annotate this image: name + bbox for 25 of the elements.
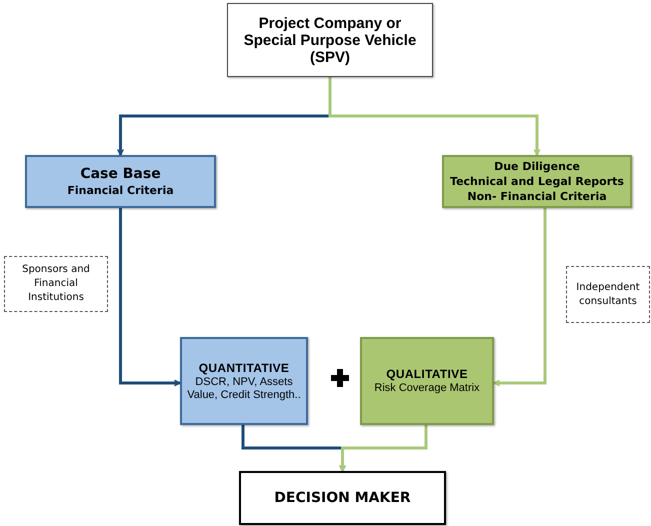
process-box [25, 155, 216, 208]
box-text: Independent consultants [575, 280, 641, 308]
box-text: Project Company or Special Purpose Vehicle (SPV) [242, 14, 418, 66]
decision-box [239, 471, 446, 525]
box-title: QUANTITATIVE [198, 360, 290, 376]
process-box [360, 337, 494, 425]
note-box [566, 266, 650, 323]
box-title: QUALITATIVE [385, 367, 469, 382]
box-subtitle: Risk Coverage Matrix [373, 382, 481, 395]
box-title: Due Diligence [493, 159, 581, 174]
connector-arrow [119, 208, 181, 386]
box-text: Sponsors and Financial Institutions [21, 263, 91, 305]
process-box [442, 155, 632, 208]
connector-arrow [328, 77, 540, 156]
box-subtitle: Financial Criteria [66, 182, 175, 198]
connector-arrow [339, 425, 428, 472]
entity-box [227, 3, 433, 77]
box-subtitle: Technical and Legal Reports [449, 174, 625, 189]
box-subtitle: DSCR, NPV, Assets Value, Credit Strength.. [186, 376, 302, 402]
box-title: Case Base [79, 166, 162, 182]
note-box [4, 256, 108, 312]
box-text: DECISION MAKER [273, 490, 412, 506]
box-subtitle: Non- Financial Criteria [466, 189, 608, 204]
connector-arrow [493, 208, 546, 386]
process-box [180, 337, 308, 425]
